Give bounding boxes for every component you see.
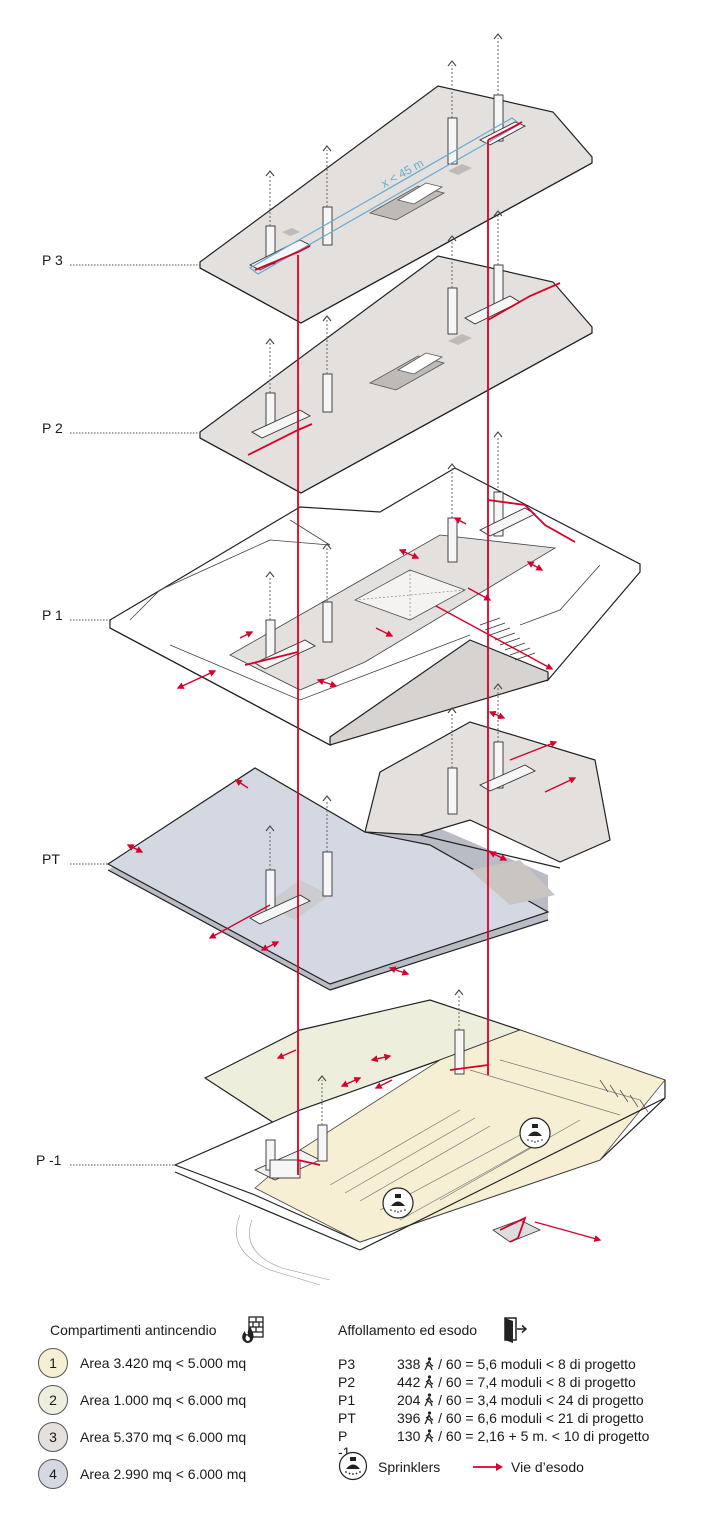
compartment-area: Area 1.000 mq < 6.000 mq: [80, 1392, 247, 1408]
compartment-number: 1: [38, 1348, 68, 1378]
level-label-p-1: P -1: [36, 1152, 62, 1168]
exit-door-icon: [504, 1317, 528, 1343]
occupancy-title: Affollamento ed esodo: [338, 1322, 478, 1338]
compartment-row-1: 1 Area 3.420 mq < 5.000 mq: [38, 1348, 246, 1378]
escape-routes: [244, 121, 576, 1243]
compartment-number: 3: [38, 1422, 68, 1452]
compartment-number: 2: [38, 1385, 68, 1415]
floor-pt: [106, 721, 611, 991]
person-icon: [424, 1429, 434, 1443]
occupancy-calc: / 60 = 5,6 moduli < 8 di progetto: [434, 1356, 636, 1372]
exploded-axonometric-diagram: x < 45 m: [70, 33, 666, 1286]
compartment-area: Area 5.370 mq < 6.000 mq: [80, 1429, 247, 1445]
escape-route-legend-icon: [473, 1463, 503, 1471]
sprinkler-icon: [519, 1117, 551, 1149]
occupancy-level: P3: [338, 1356, 356, 1372]
occupancy-count: 396: [397, 1410, 421, 1426]
person-icon: [424, 1411, 434, 1425]
compartment-number: 4: [38, 1459, 68, 1489]
compartment-area: Area 3.420 mq < 5.000 mq: [80, 1355, 247, 1371]
level-label-pt: PT: [42, 851, 60, 867]
level-label-p3: P 3: [42, 252, 63, 268]
occupancy-level: P1: [338, 1392, 356, 1408]
level-leaders: [70, 264, 200, 1166]
compartments-title: Compartimenti antincendio: [50, 1322, 217, 1338]
person-icon: [424, 1375, 434, 1389]
occupancy-count: 442: [397, 1374, 421, 1390]
exit-arrows: [126, 517, 602, 1242]
level-label-p2: P 2: [42, 420, 63, 436]
occupancy-count: 338: [397, 1356, 421, 1372]
floor-p-1: [173, 999, 666, 1286]
compartment-row-4: 4 Area 2.990 mq < 6.000 mq: [38, 1459, 246, 1489]
vent-stacks: [269, 38, 499, 1125]
floor-p1: [109, 467, 641, 746]
occupancy-calc: / 60 = 2,16 + 5 m. < 10 di progetto: [434, 1428, 650, 1444]
occupancy-level: P2: [338, 1374, 356, 1390]
person-icon: [424, 1393, 434, 1407]
occupancy-calc: / 60 = 3,4 moduli < 24 di progetto: [434, 1392, 644, 1408]
occupancy-count: 130: [397, 1428, 421, 1444]
escape-routes-label: Vie d’esodo: [511, 1459, 584, 1475]
person-icon: [424, 1357, 434, 1371]
sprinkler-icon: [382, 1187, 414, 1219]
occupancy-level: PT: [338, 1410, 356, 1426]
level-label-p1: P 1: [42, 607, 63, 623]
vent-caps: [265, 33, 503, 1082]
occupancy-calc: / 60 = 6,6 moduli < 21 di progetto: [434, 1410, 644, 1426]
occupancy-count: 204: [397, 1392, 421, 1408]
compartment-area: Area 2.990 mq < 6.000 mq: [80, 1466, 247, 1482]
sprinklers-label: Sprinklers: [378, 1459, 441, 1475]
occupancy-calc: / 60 = 7,4 moduli < 8 di progetto: [434, 1374, 636, 1390]
fire-wall-icon: [242, 1316, 264, 1343]
compartment-row-2: 2 Area 1.000 mq < 6.000 mq: [38, 1385, 246, 1415]
sprinkler-legend-icon: [338, 1451, 368, 1481]
compartment-row-3: 3 Area 5.370 mq < 6.000 mq: [38, 1422, 246, 1452]
